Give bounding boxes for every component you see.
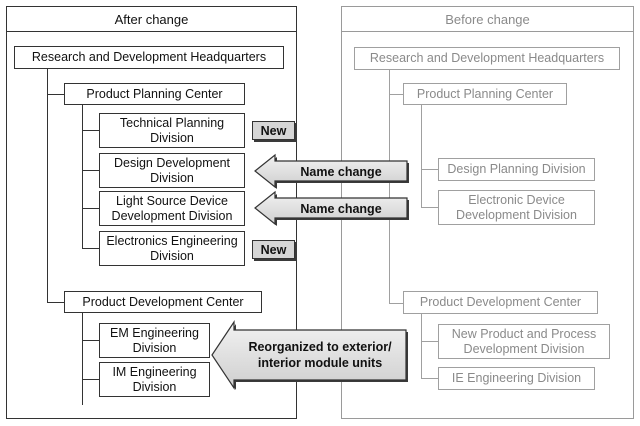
after-planning-branch-3 bbox=[82, 208, 99, 209]
name-change-arrow-1 bbox=[254, 153, 409, 189]
after-development-connector bbox=[47, 302, 64, 303]
before-planning-center-box: Product Planning Center bbox=[403, 83, 567, 105]
before-planning-trunk-line bbox=[421, 105, 422, 208]
before-development-center-box: Product Development Center bbox=[403, 291, 598, 314]
after-im-engineering-division: IM Engineering Division bbox=[99, 362, 210, 397]
name-change-label-1: Name change bbox=[300, 165, 382, 179]
before-planning-connector bbox=[389, 94, 403, 95]
before-development-connector bbox=[389, 303, 403, 304]
before-new-product-process-division: New Product and Process Development Divi… bbox=[438, 324, 610, 359]
before-change-title: Before change bbox=[342, 7, 633, 32]
before-development-trunk-line bbox=[421, 314, 422, 379]
after-planning-connector bbox=[47, 94, 64, 95]
name-change-label-2: Name change bbox=[300, 202, 382, 216]
reorganized-arrow bbox=[211, 320, 408, 390]
after-development-branch-1 bbox=[82, 340, 99, 341]
after-planning-branch-2 bbox=[82, 170, 99, 171]
reorganized-label: Reorganized to exterior/ interior module… bbox=[248, 340, 392, 370]
after-hq-trunk-line bbox=[47, 68, 48, 302]
after-electronics-engineering-division: Electronics Engineering Division bbox=[99, 231, 245, 266]
after-planning-branch-4 bbox=[82, 248, 99, 249]
after-em-engineering-division: EM Engineering Division bbox=[99, 323, 210, 358]
after-planning-center-box: Product Planning Center bbox=[64, 83, 245, 105]
before-design-planning-division: Design Planning Division bbox=[438, 158, 595, 181]
after-light-source-device-division: Light Source Device Development Division bbox=[99, 191, 245, 226]
new-badge: New bbox=[252, 240, 295, 259]
after-development-branch-2 bbox=[82, 379, 99, 380]
after-planning-trunk-line bbox=[82, 104, 83, 249]
after-design-development-division: Design Development Division bbox=[99, 153, 245, 188]
after-hq-box: Research and Development Headquarters bbox=[14, 46, 284, 69]
after-technical-planning-division: Technical Planning Division bbox=[99, 113, 245, 148]
after-development-trunk-line bbox=[82, 312, 83, 405]
name-change-arrow-2 bbox=[254, 190, 409, 226]
after-development-center-box: Product Development Center bbox=[64, 291, 262, 313]
before-ie-engineering-division: IE Engineering Division bbox=[438, 367, 595, 390]
before-hq-box: Research and Development Headquarters bbox=[354, 47, 620, 70]
before-hq-trunk-line bbox=[389, 69, 390, 303]
before-electronic-device-division: Electronic Device Development Division bbox=[438, 190, 595, 225]
after-planning-branch-1 bbox=[82, 130, 99, 131]
after-change-title: After change bbox=[7, 7, 296, 32]
before-planning-branch-2 bbox=[421, 207, 438, 208]
before-planning-branch-1 bbox=[421, 169, 438, 170]
new-badge: New bbox=[252, 121, 295, 140]
before-development-branch-2 bbox=[421, 378, 438, 379]
before-development-branch-1 bbox=[421, 341, 438, 342]
